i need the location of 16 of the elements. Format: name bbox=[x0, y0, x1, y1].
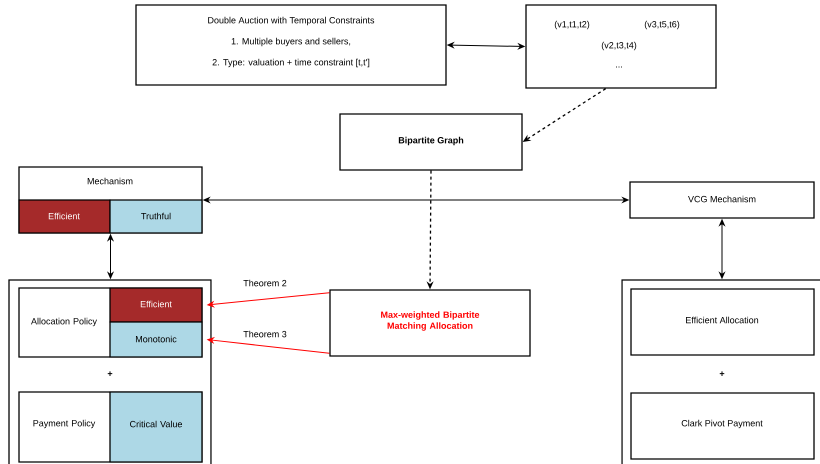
property-cell: Efficient bbox=[109, 287, 203, 323]
process-box: Clark Pivot Payment bbox=[630, 392, 815, 460]
process-box: Max-weighted Bipartite Matching Allocation bbox=[329, 289, 531, 357]
tuple-box: (v1,t1,t2) (v3,t5,t6) (v2,t3,t4) ... bbox=[525, 4, 717, 89]
process-box: Bipartite Graph bbox=[339, 113, 523, 171]
edge-label: Theorem 3 bbox=[242, 330, 288, 338]
process-box: Efficient Allocation bbox=[630, 288, 815, 356]
property-cell: Critical Value bbox=[109, 391, 203, 463]
property-cell: Truthful bbox=[109, 199, 203, 234]
plus-sign: + bbox=[720, 371, 724, 376]
edge-label: Theorem 2 bbox=[242, 278, 288, 288]
description-box: Double Auction with Temporal Constraints 1. Multiple buyers and sellers, 2. Type: valuation + time constraint [t,t'] bbox=[135, 4, 447, 86]
property-cell: Efficient bbox=[18, 199, 111, 234]
mechanism-box: VCG Mechanism bbox=[629, 181, 815, 219]
property-cell: Monotonic bbox=[109, 321, 203, 358]
plus-sign: + bbox=[108, 371, 112, 376]
